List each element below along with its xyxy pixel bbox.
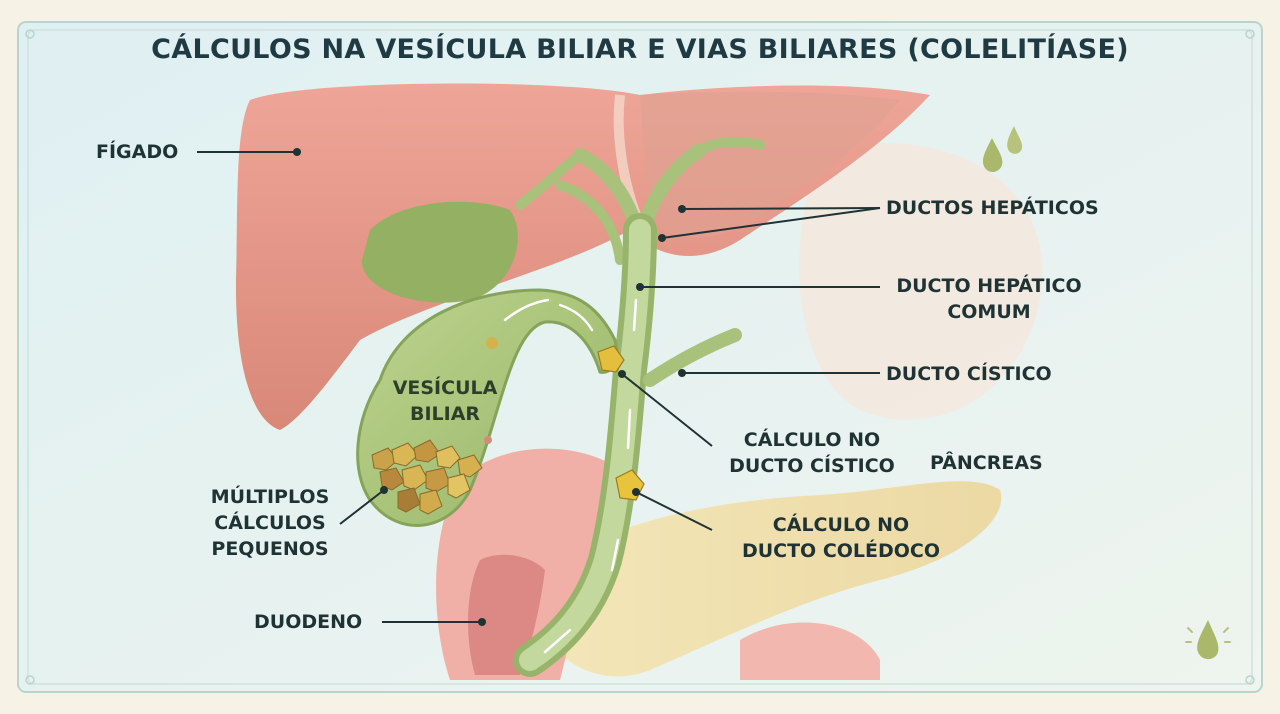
label-text: DUCTOS HEPÁTICOS — [886, 197, 1099, 219]
pancreas-shape — [540, 481, 1002, 677]
pancreatic-branch — [643, 328, 742, 387]
label-line: PEQUENOS — [211, 538, 329, 560]
label-line: DUCTO HEPÁTICO — [896, 275, 1082, 297]
stomach-shape — [799, 143, 1043, 420]
label-figado: FÍGADO — [96, 139, 178, 165]
label-ductos-hepaticos: DUCTOS HEPÁTICOS — [886, 195, 1099, 221]
diagram-title: CÁLCULOS NA VESÍCULA BILIAR E VIAS BILIA… — [151, 34, 1129, 65]
label-line: MÚLTIPLOS — [210, 486, 330, 508]
bile-drop-icon — [1185, 620, 1231, 660]
leader-lines — [197, 151, 881, 623]
label-ducto-hepatico-comum: DUCTO HEPÁTICO COMUM — [884, 273, 1094, 325]
cystic-duct-stone — [597, 345, 625, 373]
label-line: COMUM — [947, 301, 1031, 323]
intestine-loop — [740, 622, 880, 680]
label-multiplos-calculos: MÚLTIPLOS CÁLCULOS PEQUENOS — [200, 484, 340, 562]
corner-ornament — [25, 29, 35, 39]
label-text: DUODENO — [254, 611, 363, 633]
leader-dots — [293, 148, 686, 626]
label-calculo-ducto-coledoco: CÁLCULO NO DUCTO COLÉDOCO — [728, 512, 954, 564]
label-line: CÁLCULOS — [214, 512, 326, 534]
label-line: DUCTO COLÉDOCO — [741, 540, 941, 562]
corner-ornament — [1245, 675, 1255, 685]
corner-ornament — [25, 675, 35, 685]
liver-right-lobe — [640, 91, 900, 238]
gallstones-cluster — [371, 337, 498, 515]
label-vesicula-biliar: VESÍCULA BILIAR — [385, 375, 505, 427]
bile-drop-icon — [982, 126, 1023, 172]
bile-flow-arrows — [503, 298, 638, 654]
label-line: DUCTO CÍSTICO — [729, 455, 895, 477]
label-text: PÂNCREAS — [930, 452, 1043, 474]
corner-ornament — [1245, 29, 1255, 39]
gallbladder-fundus — [361, 201, 518, 303]
label-calculo-ducto-cistico: CÁLCULO NO DUCTO CÍSTICO — [712, 427, 912, 479]
label-text: DUCTO CÍSTICO — [886, 363, 1052, 385]
label-line: CÁLCULO NO — [743, 429, 881, 451]
label-line: BILIAR — [409, 403, 481, 425]
label-line: CÁLCULO NO — [772, 514, 910, 536]
gallbladder-shape — [356, 288, 618, 527]
label-pancreas: PÂNCREAS — [930, 450, 1043, 476]
label-text: FÍGADO — [96, 141, 179, 163]
label-ducto-cistico: DUCTO CÍSTICO — [886, 361, 1052, 387]
panel-inner-border — [27, 29, 1253, 685]
label-line: VESÍCULA — [392, 377, 498, 399]
label-duodeno: DUODENO — [254, 609, 362, 635]
